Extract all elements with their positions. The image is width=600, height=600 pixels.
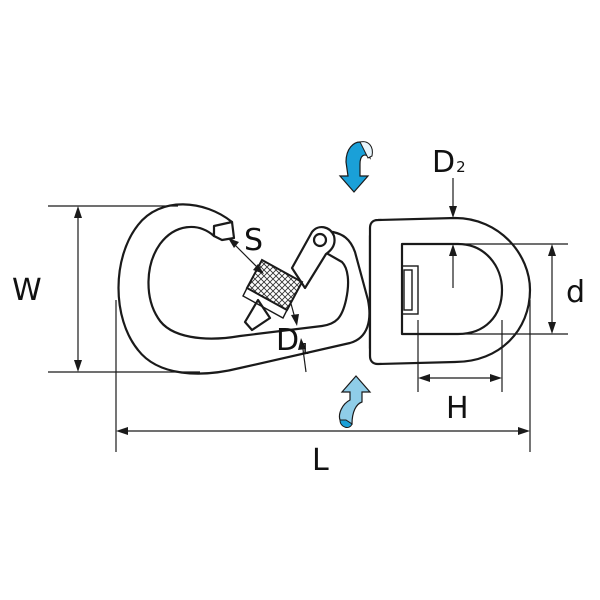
gate-guard [243, 298, 272, 332]
label-h: H [446, 391, 469, 426]
gate-pin [312, 232, 328, 248]
dimension-h [417, 320, 503, 392]
dimension-s [228, 238, 264, 274]
swivel-rotation-arrow-up-icon [338, 375, 372, 428]
label-d1-sub: 1 [300, 340, 310, 358]
dimension-d1 [289, 299, 307, 373]
label-d1-main: D [276, 323, 299, 358]
dimension-w [48, 205, 200, 373]
swivel-rotation-arrow-down-icon [338, 141, 373, 193]
label-w: W [12, 273, 42, 308]
label-d2: D2 [432, 145, 466, 180]
label-l: L [312, 443, 329, 478]
dimension-d2 [449, 178, 457, 288]
d-ring-bar [401, 265, 419, 315]
d-ring-bar-inner [403, 269, 413, 311]
dimension-l [115, 300, 531, 452]
d-ring-inner [400, 242, 504, 336]
knurled-sleeve-edge [242, 287, 288, 319]
hook-nose [212, 220, 236, 242]
gate-arm [290, 226, 336, 290]
label-d2-main: D [432, 145, 455, 180]
label-d1: D1 [276, 323, 310, 358]
d-ring-eye [368, 216, 532, 366]
dimension-d [458, 243, 568, 335]
label-d2-sub: 2 [456, 158, 466, 176]
label-d: d [566, 275, 585, 310]
label-s: S [244, 223, 263, 258]
